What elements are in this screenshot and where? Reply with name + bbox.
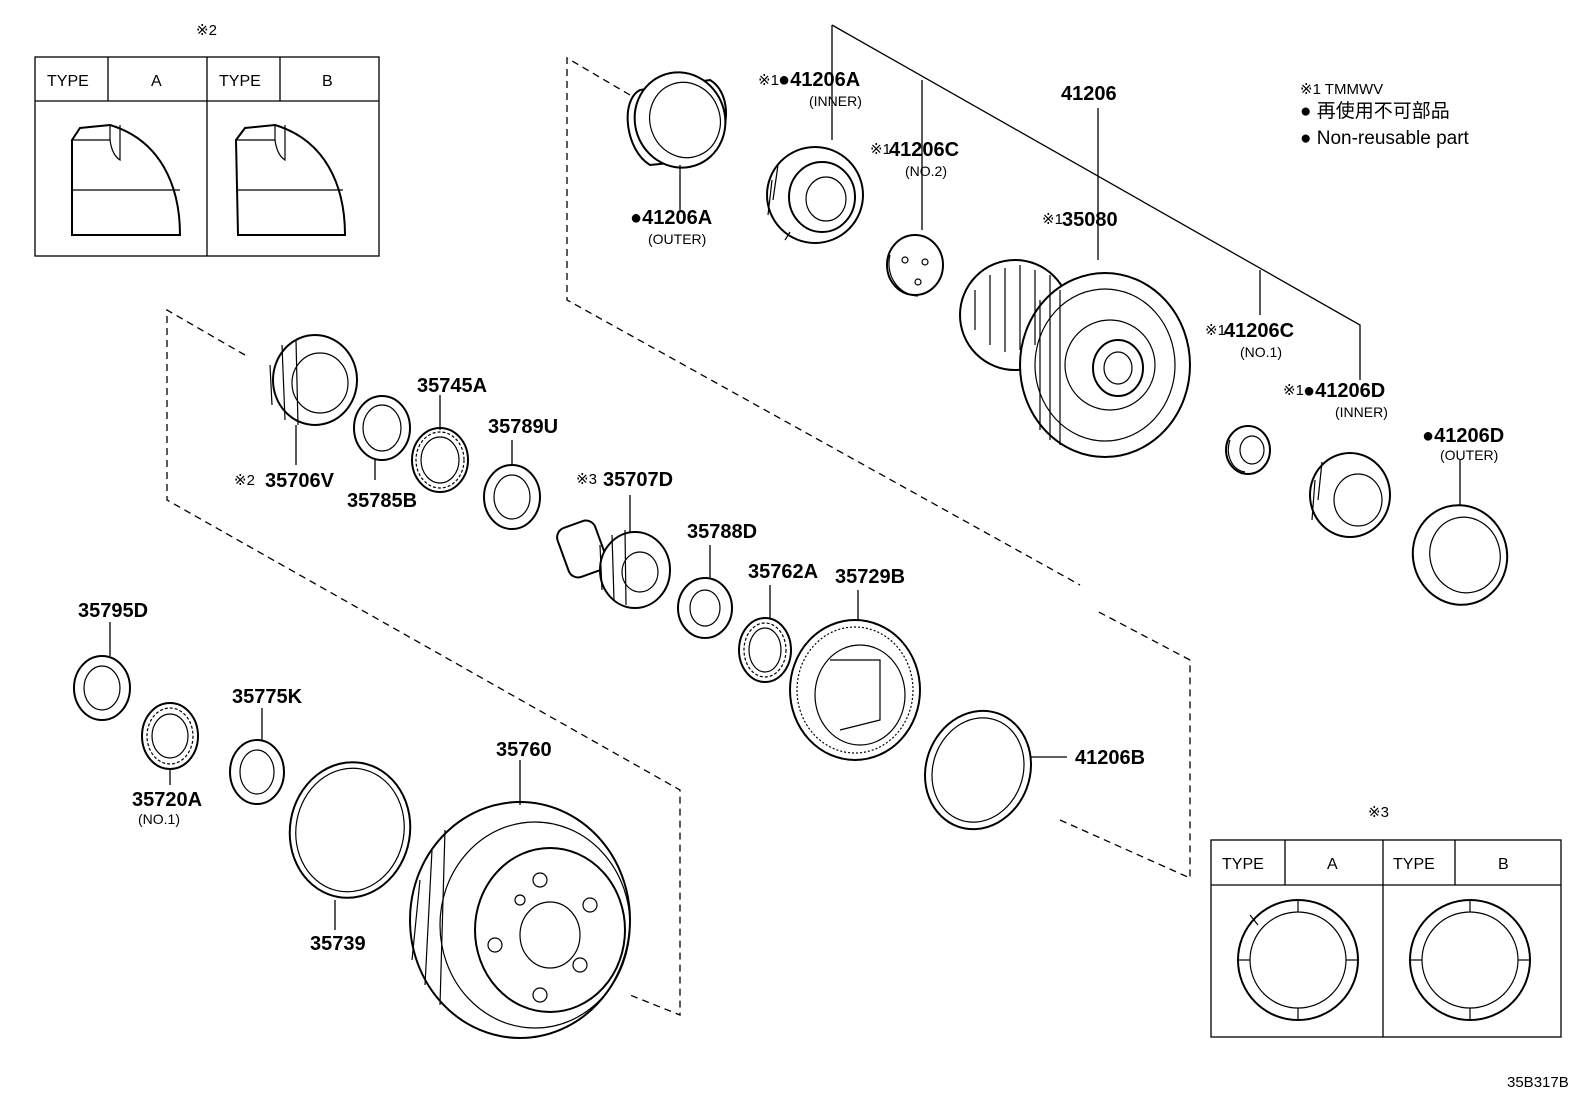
label-41206: 41206	[1061, 83, 1117, 105]
tooth-profile-a	[71, 123, 182, 236]
inset-3-type-b-label: TYPE	[1393, 856, 1435, 873]
part-41206A-outer[interactable]	[621, 60, 738, 181]
part-35789U-washer[interactable]	[483, 464, 541, 530]
label-41206D-outer: ●41206D	[1422, 425, 1504, 447]
assembly-outline-lower	[166, 308, 681, 1016]
inset-2-type-a-label: TYPE	[47, 73, 89, 90]
inset-3-type-a-label: TYPE	[1222, 856, 1264, 873]
label-35707D-ref: ※3	[576, 471, 597, 488]
inset-2-ref: ※2	[196, 22, 217, 39]
label-41206A-outer: ●41206A	[630, 207, 712, 229]
label-41206A-inner-ref: ※1	[758, 72, 779, 89]
part-41206C-no1[interactable]	[1225, 425, 1271, 475]
part-35795D-washer[interactable]	[73, 655, 131, 721]
label-35788D: 35788D	[687, 521, 757, 543]
legend-note-1: ※1 TMMWV	[1300, 81, 1383, 98]
label-35080: 35080	[1062, 209, 1118, 231]
ring-profile-b	[1409, 899, 1531, 1021]
label-41206B: 41206B	[1075, 747, 1145, 769]
part-41206D-inner[interactable]	[1309, 452, 1391, 538]
inset-3-col-a: A	[1327, 856, 1338, 873]
assembly-outline-upper	[566, 56, 1191, 880]
label-35720A-sub: (NO.1)	[138, 811, 180, 827]
part-35745A-bearing[interactable]	[411, 427, 469, 493]
part-35739-snap-ring[interactable]	[279, 753, 421, 908]
label-41206C-no1-sub: (NO.1)	[1240, 344, 1282, 360]
diagram-code: 35B317B	[1507, 1074, 1569, 1091]
label-41206A-inner-sub: (INNER)	[809, 93, 862, 109]
label-35775K: 35775K	[232, 686, 303, 708]
label-35785B: 35785B	[347, 490, 417, 512]
inset-type-2: ※2 TYPE A TYPE B	[34, 22, 380, 257]
label-41206D-inner-ref: ※1	[1283, 382, 1304, 399]
label-35706V: 35706V	[265, 470, 335, 492]
label-35789U: 35789U	[488, 416, 558, 438]
part-35729B-ring-gear[interactable]	[789, 619, 921, 761]
label-35745A: 35745A	[417, 375, 487, 397]
inset-2-col-b: B	[322, 73, 333, 90]
label-35707D: 35707D	[603, 469, 673, 491]
label-41206C-no2-sub: (NO.2)	[905, 163, 947, 179]
part-35706V-gear[interactable]	[269, 334, 358, 426]
part-41206D-outer[interactable]	[1402, 495, 1519, 616]
part-35707D-shaft[interactable]	[554, 518, 671, 609]
label-35706V-ref: ※2	[234, 472, 255, 489]
label-41206C-no2-ref: ※1	[870, 141, 891, 158]
label-35795D: 35795D	[78, 600, 148, 622]
part-41206B-snap-ring[interactable]	[909, 696, 1048, 844]
label-35762A: 35762A	[748, 561, 818, 583]
label-41206C-no2: 41206C	[889, 139, 959, 161]
label-41206D-inner: ●41206D	[1303, 380, 1385, 402]
legend: ※1 TMMWV ● 再使用不可部品 ● Non-reusable part	[1300, 81, 1470, 149]
tooth-profile-b	[234, 123, 347, 236]
inset-2-type-b-label: TYPE	[219, 73, 261, 90]
inset-3-ref: ※3	[1368, 804, 1389, 821]
inset-type-3: ※3 TYPE A TYPE B	[1210, 804, 1562, 1038]
label-35720A: 35720A	[132, 789, 202, 811]
label-41206D-outer-sub: (OUTER)	[1440, 447, 1498, 463]
part-35762A-bearing[interactable]	[738, 617, 792, 683]
part-41206C-no2[interactable]	[886, 234, 944, 297]
leader-bracket-41206	[831, 24, 1361, 380]
part-35080-gear-shaft[interactable]	[959, 259, 1191, 458]
label-35729B: 35729B	[835, 566, 905, 588]
label-35739: 35739	[310, 933, 366, 955]
ring-profile-a	[1237, 899, 1359, 1021]
part-35775K-washer[interactable]	[229, 739, 285, 805]
inset-3-col-b: B	[1498, 856, 1509, 873]
part-35785B-washer[interactable]	[353, 395, 411, 461]
legend-note-2: ● 再使用不可部品	[1300, 100, 1450, 122]
label-35080-ref: ※1	[1042, 211, 1063, 228]
label-35760: 35760	[496, 739, 552, 761]
part-35720A-bearing[interactable]	[141, 702, 199, 770]
label-41206A-outer-sub: (OUTER)	[648, 231, 706, 247]
part-35760-planetary-carrier[interactable]	[409, 801, 631, 1039]
part-35788D-washer[interactable]	[677, 577, 733, 639]
label-41206C-no1-ref: ※1	[1205, 322, 1226, 339]
inset-2-col-a: A	[151, 73, 162, 90]
legend-note-3: ● Non-reusable part	[1300, 128, 1470, 149]
label-41206A-inner: ●41206A	[778, 69, 860, 91]
part-41206A-inner[interactable]	[766, 146, 864, 244]
label-41206D-inner-sub: (INNER)	[1335, 404, 1388, 420]
label-41206C-no1: 41206C	[1224, 320, 1294, 342]
